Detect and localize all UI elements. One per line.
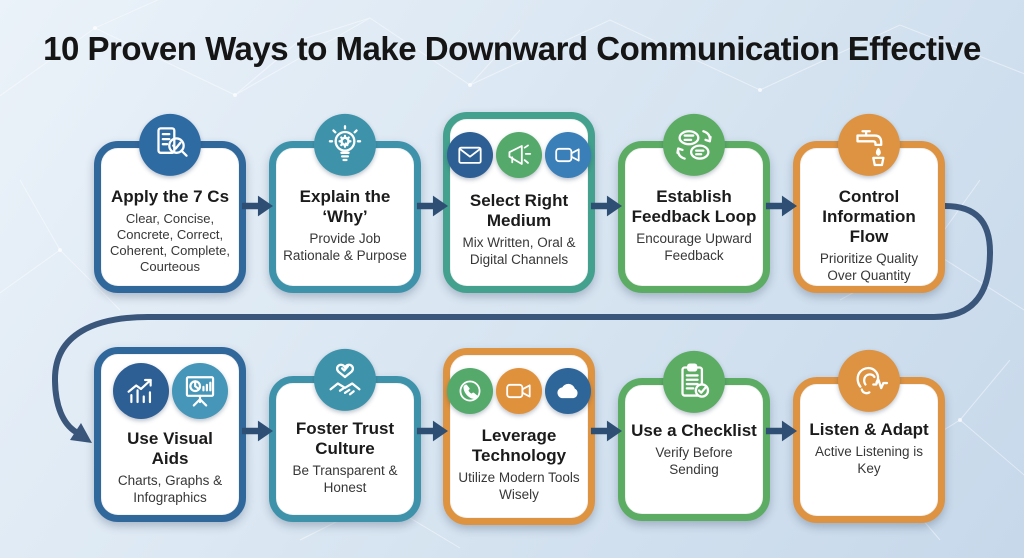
lightbulb-gear-icon: [314, 113, 376, 176]
megaphone-icon: [496, 132, 542, 178]
clipboard-check-icon: [663, 350, 725, 413]
card-title: Explain the ‘Why’: [299, 187, 391, 227]
card-apply-the-7-cs: Apply the 7 Cs Clear, Concise, Concrete,…: [94, 113, 246, 293]
checklist-magnifier-icon: [139, 113, 201, 176]
card-title: Leverage Technology: [471, 426, 567, 466]
flow-arrow-8-9: [590, 420, 622, 442]
visual-aids-icon-row: [101, 363, 239, 419]
faucet-icon: [838, 113, 900, 176]
presentation-board-icon: [171, 363, 228, 419]
card-leverage-technology: Leverage Technology Utilize Modern Tools…: [443, 348, 595, 525]
card-title: Establish Feedback Loop: [631, 187, 757, 227]
card-subtitle: Mix Written, Oral & Digital Channels: [462, 235, 576, 267]
page-title: 10 Proven Ways to Make Downward Communic…: [43, 30, 981, 67]
card-subtitle: Clear, Concise, Concrete, Correct, Coher…: [110, 211, 230, 274]
card-title: Listen & Adapt: [809, 420, 929, 439]
card-title: Foster Trust Culture: [295, 419, 395, 459]
card-explain-the-why: Explain the ‘Why’ Provide Job Rationale …: [269, 113, 421, 293]
card-title: Use a Checklist: [631, 421, 757, 440]
card-use-visual-aids: Use Visual Aids Charts, Graphs & Infogra…: [94, 347, 246, 522]
card-select-right-medium: Select Right Medium Mix Written, Oral & …: [443, 112, 595, 293]
card-subtitle: Prioritize Quality Over Quantity: [819, 251, 919, 283]
ear-wave-icon: [838, 349, 900, 412]
card-control-information-flow: Control Information Flow Prioritize Qual…: [793, 113, 945, 293]
card-subtitle: Active Listening is Key: [814, 444, 924, 476]
envelope-icon: [447, 132, 493, 178]
card-title: Use Visual Aids: [127, 429, 213, 469]
card-subtitle: Provide Job Rationale & Purpose: [283, 231, 407, 263]
flow-arrow-1-2: [241, 195, 273, 217]
card-subtitle: Charts, Graphs & Infographics: [117, 473, 223, 505]
card-subtitle: Utilize Modern Tools Wisely: [458, 470, 580, 502]
flow-arrow-4-5: [765, 195, 797, 217]
handshake-heart-icon: [314, 348, 376, 411]
video-camera-icon: [496, 368, 542, 414]
card-foster-trust-culture: Foster Trust Culture Be Transparent & Ho…: [269, 348, 421, 522]
bar-chart-growth-icon: [112, 363, 169, 419]
flow-arrow-9-10: [765, 420, 797, 442]
card-establish-feedback-loop: Establish Feedback Loop Encourage Upward…: [618, 113, 770, 293]
phone-chat-icon: [447, 368, 493, 414]
flow-arrow-2-3: [416, 195, 448, 217]
cloud-icon: [545, 368, 591, 414]
flow-arrow-3-4: [590, 195, 622, 217]
card-subtitle: Be Transparent & Honest: [292, 463, 398, 495]
card-title: Apply the 7 Cs: [110, 187, 230, 206]
card-use-a-checklist: Use a Checklist Verify Before Sending: [618, 350, 770, 521]
feedback-loop-icon: [663, 113, 725, 176]
video-camera-icon: [545, 132, 591, 178]
technology-icon-row: [447, 368, 591, 414]
card-subtitle: Verify Before Sending: [655, 445, 733, 477]
flow-arrow-7-8: [416, 420, 448, 442]
card-title: Control Information Flow: [822, 187, 916, 247]
flow-arrow-6-7: [241, 420, 273, 442]
card-title: Select Right Medium: [469, 191, 569, 231]
medium-icon-row: [447, 132, 591, 178]
card-listen-and-adapt: Listen & Adapt Active Listening is Key: [793, 349, 945, 523]
card-subtitle: Encourage Upward Feedback: [636, 231, 752, 263]
